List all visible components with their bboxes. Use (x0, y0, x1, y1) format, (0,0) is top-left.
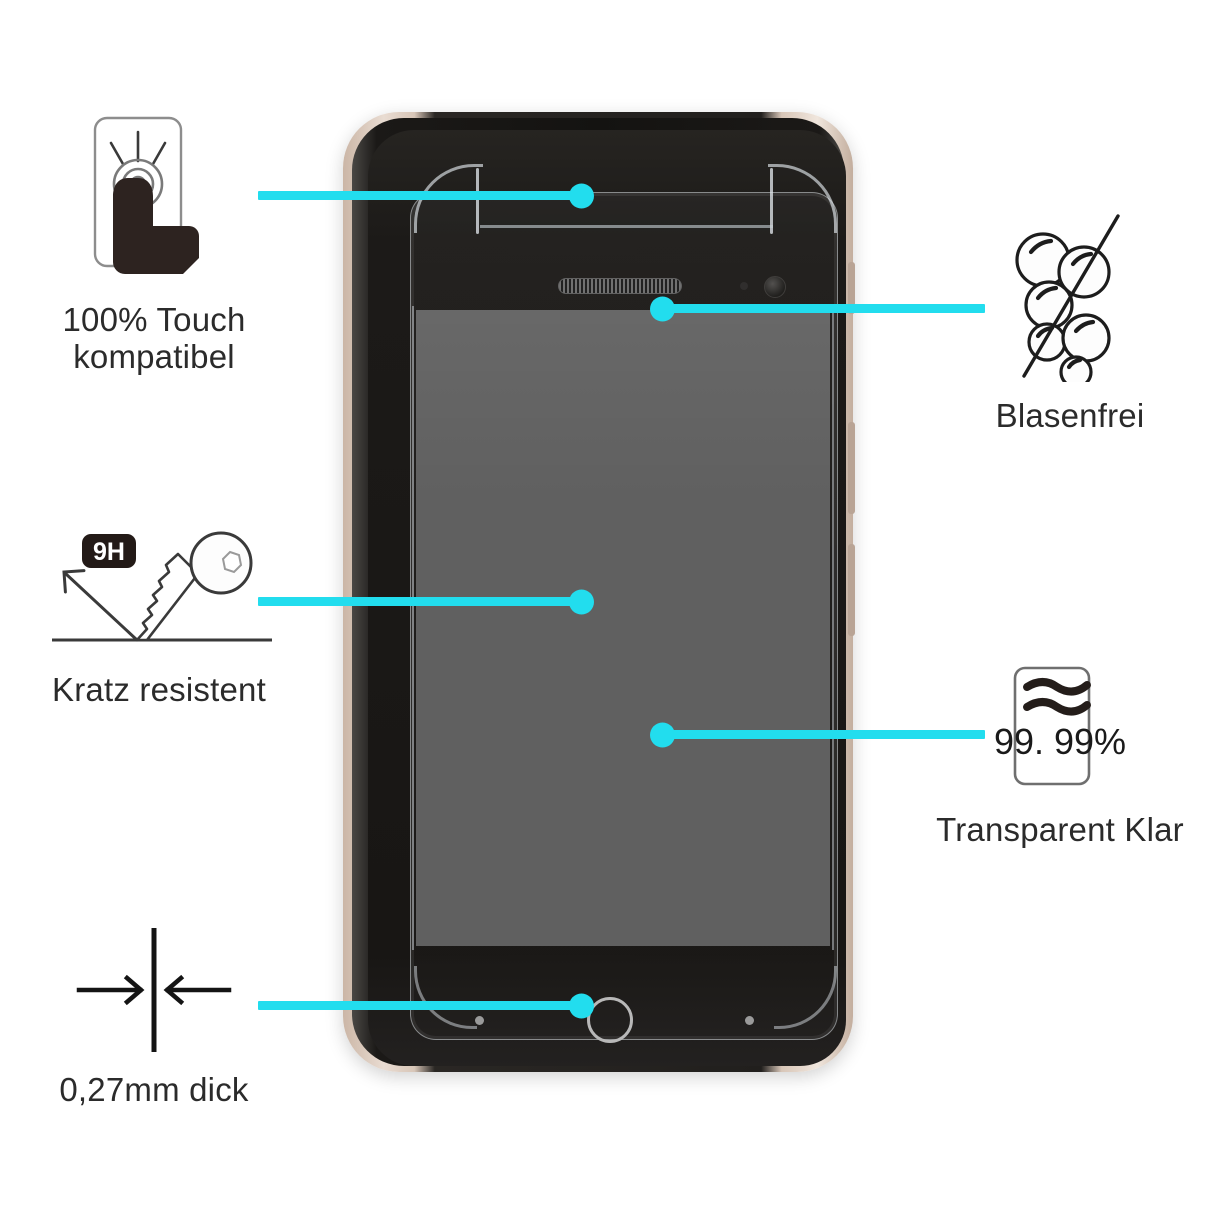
key-scratch-9h-icon: 9H (34, 528, 284, 658)
feature-clarity-label: Transparent Klar (936, 811, 1184, 848)
connector-dot-bubblefree (650, 296, 675, 321)
transparency-value: 99. 99% (994, 721, 1126, 762)
touch-hand-icon (79, 112, 229, 284)
connector-dot-clarity (650, 722, 675, 747)
phone-bezel (368, 130, 846, 1066)
feature-thickness: 0,27mm dick (14, 920, 294, 1109)
phone-screen (416, 310, 830, 946)
connector-line-touch (258, 183, 594, 208)
glass-corner-arc-top-right (768, 164, 837, 233)
svg-text:9H: 9H (93, 538, 125, 566)
glass-top-edge-line (480, 225, 773, 228)
smartphone-mockup (343, 112, 855, 1072)
capacitive-key-left[interactable] (475, 1016, 484, 1025)
phone-side-button-top[interactable] (848, 262, 855, 314)
earpiece-grille-icon (558, 278, 682, 294)
connector-line-clarity (650, 722, 985, 747)
home-button[interactable] (587, 997, 633, 1043)
feature-touch-label: 100% Touch kompatibel (62, 301, 246, 375)
no-bubbles-icon (1000, 212, 1140, 382)
phone-body (352, 118, 846, 1066)
feature-bubble-free: Blasenfrei (940, 212, 1200, 435)
proximity-sensor-icon (740, 282, 748, 290)
feature-scratch-label: Kratz resistent (52, 671, 266, 708)
connector-dot-scratch (569, 589, 594, 614)
screen-edge-right (832, 306, 834, 950)
connector-line-scratch (258, 589, 594, 614)
screen-reflection (416, 310, 830, 946)
capacitive-key-right[interactable] (745, 1016, 754, 1025)
glass-edge-mark-left (476, 168, 479, 234)
feature-scratch-resistant: 9H Kratz resistent (14, 528, 304, 709)
transparency-card-icon: 99. 99% (945, 662, 1175, 792)
connector-dot-touch (569, 183, 594, 208)
glass-edge-mark-right (770, 168, 773, 234)
phone-volume-up-button[interactable] (848, 422, 855, 514)
feature-thickness-label: 0,27mm dick (59, 1071, 249, 1108)
connector-line-thickness (258, 993, 594, 1018)
connector-dot-thickness (569, 993, 594, 1018)
thickness-arrows-icon (39, 920, 269, 1060)
phone-volume-down-button[interactable] (848, 544, 855, 636)
connector-line-bubblefree (650, 296, 985, 321)
feature-bubble-label: Blasenfrei (995, 397, 1145, 434)
screen-edge-left (412, 306, 414, 950)
front-camera-icon (764, 276, 786, 298)
feature-touch-compatible: 100% Touch kompatibel (14, 112, 294, 376)
feature-transparent-clear: 99. 99% Transparent Klar (910, 662, 1210, 849)
